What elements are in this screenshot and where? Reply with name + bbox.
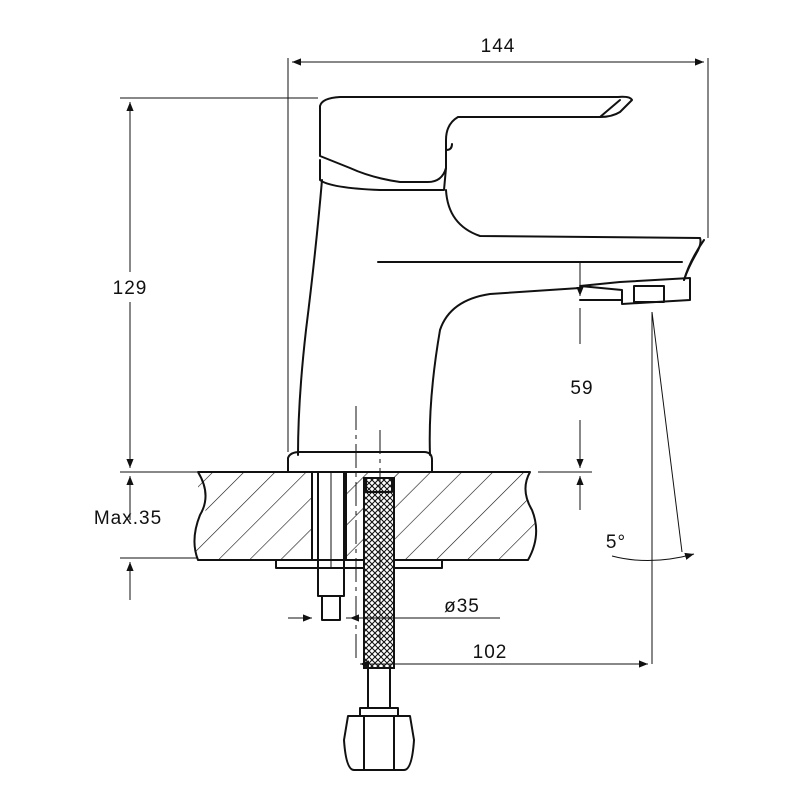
spout-height-label: 59 [570,378,593,399]
width-label: 144 [481,36,516,57]
dimension-thickness: Max.35 [94,476,198,600]
angle-label: 5° [606,532,626,553]
dimension-angle: 5° [606,311,695,664]
lever-handle [319,95,633,183]
mounting-hardware [275,471,443,771]
reach-label: 102 [473,642,508,663]
thickness-label: Max.35 [94,508,162,529]
height-label: 129 [113,278,148,299]
dimension-height: 129 [104,97,318,473]
dimension-spout-height: 59 [538,262,593,510]
diameter-label: ø35 [444,596,480,617]
aerator [579,277,691,305]
faucet-base [287,451,433,473]
dimension-reach: 102 [360,642,648,668]
hose-hex-nut [343,715,415,771]
faucet-body [287,95,705,473]
dimension-width: 144 [287,36,709,452]
dimension-diameter: ø35 [288,596,500,622]
